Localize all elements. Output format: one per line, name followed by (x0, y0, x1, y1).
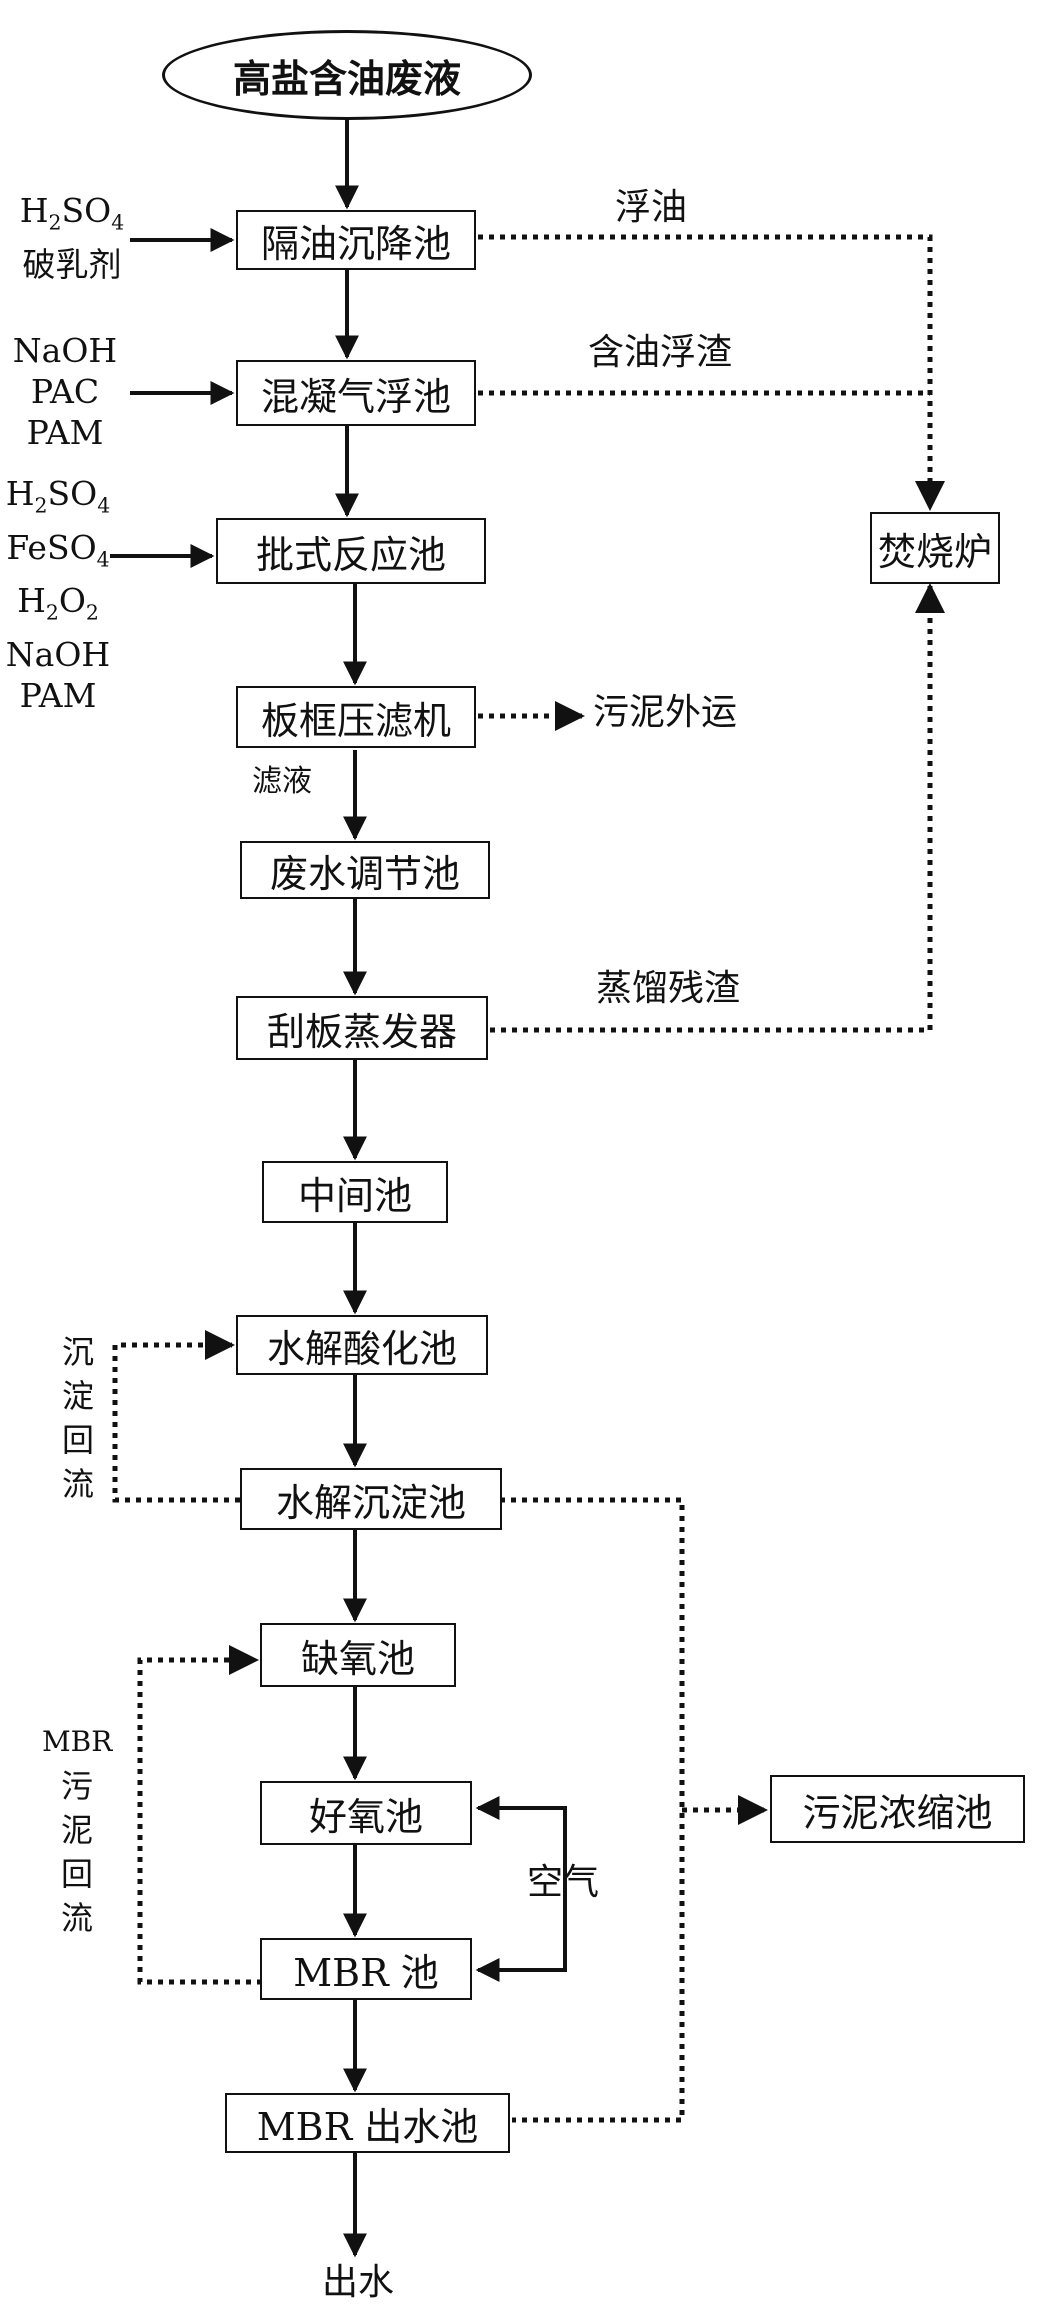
filter-press: 板框压滤机 (236, 686, 476, 748)
anoxic-tank: 缺氧池 (260, 1623, 456, 1687)
dotted-float-oil (478, 234, 945, 511)
reagent-naoh-b: NaOH (5, 634, 111, 674)
label-oily-scum: 含油浮渣 (588, 332, 733, 373)
intermediate-tank: 中间池 (262, 1161, 448, 1223)
dotted-distill-residue (490, 583, 945, 1033)
sludge-thicken-label: 污泥浓缩池 (802, 1790, 993, 1835)
wastewater-adjustment-tank: 废水调节池 (240, 841, 490, 899)
label-filtrate: 滤液 (252, 764, 312, 799)
middle-pool-label: 中间池 (297, 1173, 412, 1218)
coag-float-label: 混凝气浮池 (260, 374, 451, 419)
air-line-to-mbr (475, 1940, 567, 1982)
start-label: 高盐含油废液 (232, 55, 461, 101)
batch-reaction-tank: 批式反应池 (216, 518, 486, 584)
reagent-h2so4: H2SO4 (19, 191, 125, 235)
mbr-tank: MBR 池 (260, 1938, 472, 2000)
label-sludge-return: 沉淀回流 (61, 1333, 94, 1503)
mbr-out-label: MBR 出水池 (256, 2104, 479, 2149)
hydrolysis-sedimentation-tank: 水解沉淀池 (240, 1468, 502, 1530)
oil-separation-tank: 隔油沉降池 (236, 210, 476, 270)
hydro-acid-label: 水解酸化池 (266, 1326, 457, 1371)
label-effluent: 出水 (322, 2262, 395, 2303)
label-sludge-out: 污泥外运 (593, 692, 738, 733)
reagents-oil-sep: H2SO4 破乳剂 (12, 190, 132, 285)
reagent-h2so4-b: H2SO4 (5, 474, 111, 518)
aerobic-tank: 好氧池 (260, 1781, 472, 1845)
mbr-effluent-tank: MBR 出水池 (225, 2093, 510, 2153)
oil-separation-label: 隔油沉降池 (260, 221, 451, 266)
mbr-label: MBR 池 (293, 1950, 439, 1995)
filter-press-label: 板框压滤机 (260, 698, 451, 743)
label-mbr-return-mbr: MBR (42, 1725, 113, 1758)
reagents-batch: H2SO4 FeSO4 H2O2 NaOH PAM (0, 473, 116, 716)
label-air: 空气 (527, 1862, 600, 1903)
dotted-mbr-return (137, 1645, 262, 1985)
label-floating-oil: 浮油 (615, 187, 688, 228)
start-node: 高盐含油废液 (162, 30, 532, 120)
batch-react-label: 批式反应池 (255, 532, 446, 577)
anoxic-label: 缺氧池 (300, 1636, 415, 1681)
hydrolysis-acidification-tank: 水解酸化池 (236, 1315, 488, 1375)
sludge-thickener: 污泥浓缩池 (770, 1775, 1025, 1843)
reagent-pac: PAC (30, 372, 100, 411)
dotted-sludge-return (112, 1330, 240, 1503)
incinerator: 焚烧炉 (870, 512, 1000, 584)
reagent-pam-b: PAM (19, 675, 97, 715)
label-mbr-return-text: 污泥回流 (60, 1767, 93, 1937)
reagent-naoh: NaOH (12, 331, 118, 370)
aerobic-label: 好氧池 (308, 1794, 423, 1839)
dotted-to-thickener (500, 1497, 685, 2123)
hydro-settle-label: 水解沉淀池 (275, 1480, 466, 1525)
label-mbr-return: MBR 污泥回流 (42, 1720, 112, 1940)
adjust-pool-label: 废水调节池 (269, 851, 460, 896)
air-line (475, 1796, 567, 1940)
scraper-evaporator: 刮板蒸发器 (236, 996, 488, 1060)
evaporator-label: 刮板蒸发器 (266, 1009, 457, 1054)
label-distill-residue: 蒸馏残渣 (596, 968, 741, 1009)
reagent-feso4: FeSO4 (6, 527, 110, 572)
reagents-coag: NaOH PAC PAM (10, 330, 120, 453)
reagent-h2o2: H2O2 (17, 581, 99, 625)
coagulation-flotation-tank: 混凝气浮池 (236, 360, 476, 426)
reagent-demulsifier: 破乳剂 (22, 244, 122, 284)
reagent-pam: PAM (26, 413, 104, 452)
incinerator-label: 焚烧炉 (877, 529, 992, 574)
